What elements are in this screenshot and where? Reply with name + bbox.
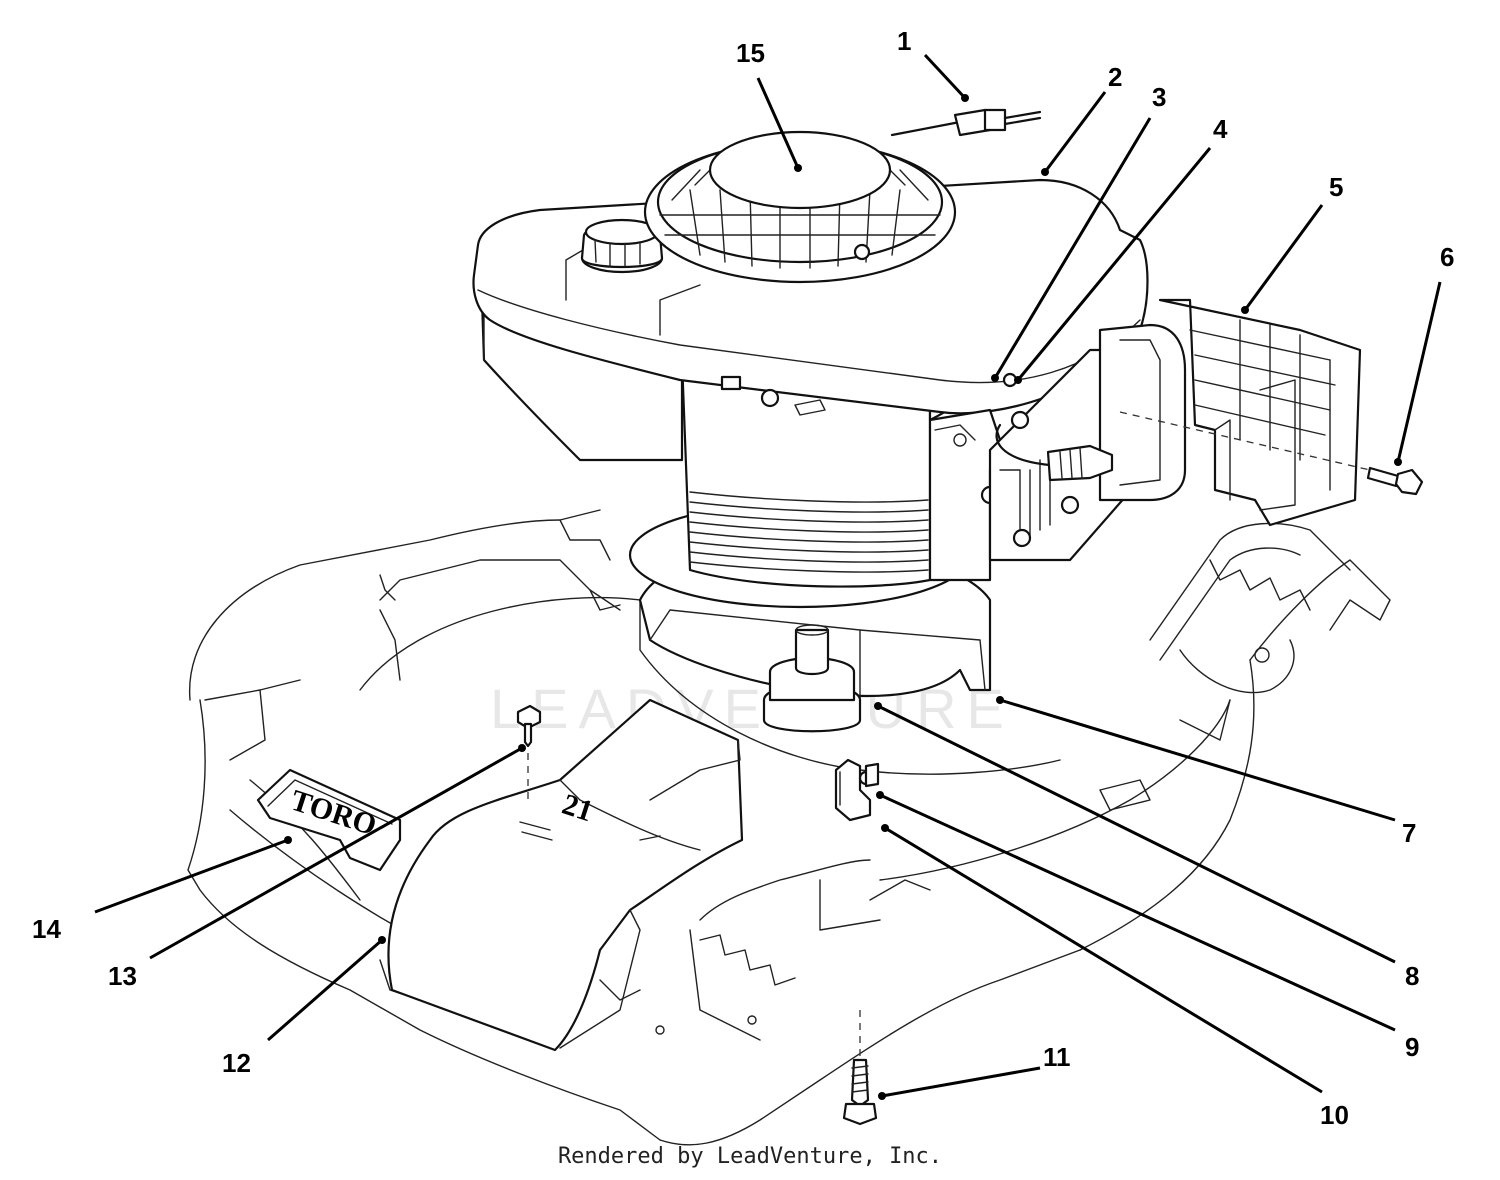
callout-4: 4 bbox=[1213, 114, 1228, 144]
callout-3: 3 bbox=[1152, 82, 1166, 112]
callout-2: 2 bbox=[1108, 62, 1122, 92]
callout-10: 10 bbox=[1320, 1100, 1349, 1130]
engine bbox=[472, 108, 1187, 609]
callout-7: 7 bbox=[1402, 818, 1416, 848]
discharge-shroud: 21 bbox=[387, 698, 744, 1052]
callout-13: 13 bbox=[108, 961, 137, 991]
leader-lines bbox=[94, 53, 1442, 1100]
callout-15: 15 bbox=[736, 38, 765, 68]
muffler-guard bbox=[1158, 298, 1362, 527]
bottom-bolt bbox=[842, 1010, 878, 1126]
callout-6: 6 bbox=[1440, 242, 1454, 272]
callout-1: 1 bbox=[897, 26, 911, 56]
callout-labels: 1 2 3 4 5 6 7 8 9 10 11 12 13 14 15 bbox=[32, 26, 1454, 1130]
callout-11: 11 bbox=[1043, 1042, 1071, 1072]
callout-5: 5 bbox=[1329, 172, 1343, 202]
callout-8: 8 bbox=[1405, 961, 1419, 991]
toro-logo-plate: TORO bbox=[256, 768, 402, 872]
footer-credit: Rendered by LeadVenture, Inc. bbox=[557, 1144, 943, 1169]
logo-screw bbox=[516, 704, 542, 800]
bracket-and-bolt bbox=[834, 758, 880, 822]
callout-9: 9 bbox=[1405, 1032, 1419, 1062]
guard-bolt bbox=[1119, 411, 1424, 496]
callout-12: 12 bbox=[222, 1048, 251, 1078]
callout-14: 14 bbox=[32, 914, 61, 944]
